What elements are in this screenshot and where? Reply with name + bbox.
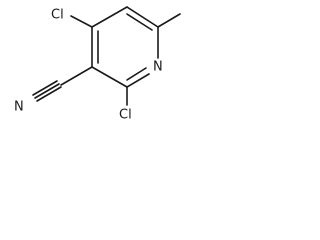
bond-c4-cl xyxy=(70,15,93,28)
atom-label-cl-top: Cl xyxy=(51,8,64,23)
bond-c5-c6-inner xyxy=(126,13,153,31)
triple-bond-b xyxy=(36,86,62,102)
bond-n1-c2-inner xyxy=(126,67,147,81)
chemical-structure: Cl Cl N N xyxy=(14,6,181,123)
atom-label-nitrile-nitrogen: N xyxy=(14,100,24,115)
triple-bond-c xyxy=(34,83,60,99)
triple-bond-a xyxy=(32,80,58,96)
atom-label-cl-bottom: Cl xyxy=(119,108,132,123)
bond-c3-cn xyxy=(60,66,93,86)
bond-n1-c2 xyxy=(126,73,150,88)
bond-c5-c6 xyxy=(126,6,159,28)
bond-c4-c5 xyxy=(91,6,128,28)
bond-c6-methyl xyxy=(157,13,181,28)
atom-label-ring-nitrogen: N xyxy=(153,60,163,75)
bond-c2-c3 xyxy=(91,66,128,88)
